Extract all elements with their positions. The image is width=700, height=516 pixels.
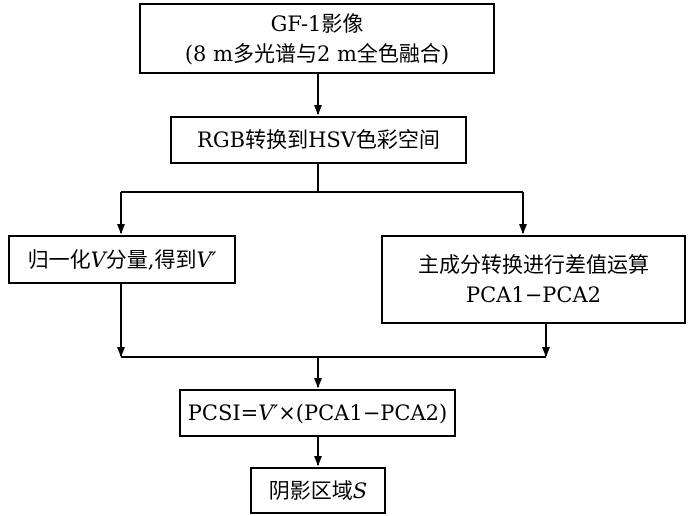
node-pcsi-suffix: ×(PCA1−PCA2) — [278, 401, 448, 425]
node-pca-line2: PCA1−PCA2 — [465, 282, 602, 307]
node-pcsi-text: PCSI=V′×(PCA1−PCA2) — [188, 398, 447, 428]
node-source-line1: GF-1影像 — [270, 11, 364, 36]
node-pca-difference: 主成分转换进行差值运算 PCA1−PCA2 — [381, 235, 686, 324]
node-pca-line1: 主成分转换进行差值运算 — [418, 252, 649, 277]
node-normalize-var-prime: V′ — [196, 247, 217, 272]
node-pcsi-var-prime: V′ — [258, 401, 279, 425]
node-shadow-region: 阴影区域S — [250, 467, 386, 514]
node-normalize-v: 归一化V分量,得到V′ — [8, 235, 236, 284]
node-normalize-prefix: 归一化 — [27, 247, 91, 272]
node-source-line2: (8 m多光谱与2 m全色融合) — [184, 41, 450, 66]
node-convert-line1: RGB转换到HSV色彩空间 — [197, 128, 440, 152]
node-source-image: GF-1影像 (8 m多光谱与2 m全色融合) — [139, 3, 495, 74]
node-pcsi-formula: PCSI=V′×(PCA1−PCA2) — [179, 389, 456, 437]
node-rgb-to-hsv: RGB转换到HSV色彩空间 — [170, 116, 467, 164]
node-pcsi-prefix: PCSI= — [187, 401, 259, 425]
node-shadow-var: S — [352, 478, 368, 503]
node-normalize-var: V — [90, 247, 106, 272]
node-shadow-prefix: 阴影区域 — [268, 478, 353, 503]
node-shadow-text: 阴影区域S — [269, 476, 367, 506]
node-normalize-text: 归一化V分量,得到V′ — [28, 245, 217, 275]
node-normalize-middle: 分量,得到 — [105, 247, 197, 272]
